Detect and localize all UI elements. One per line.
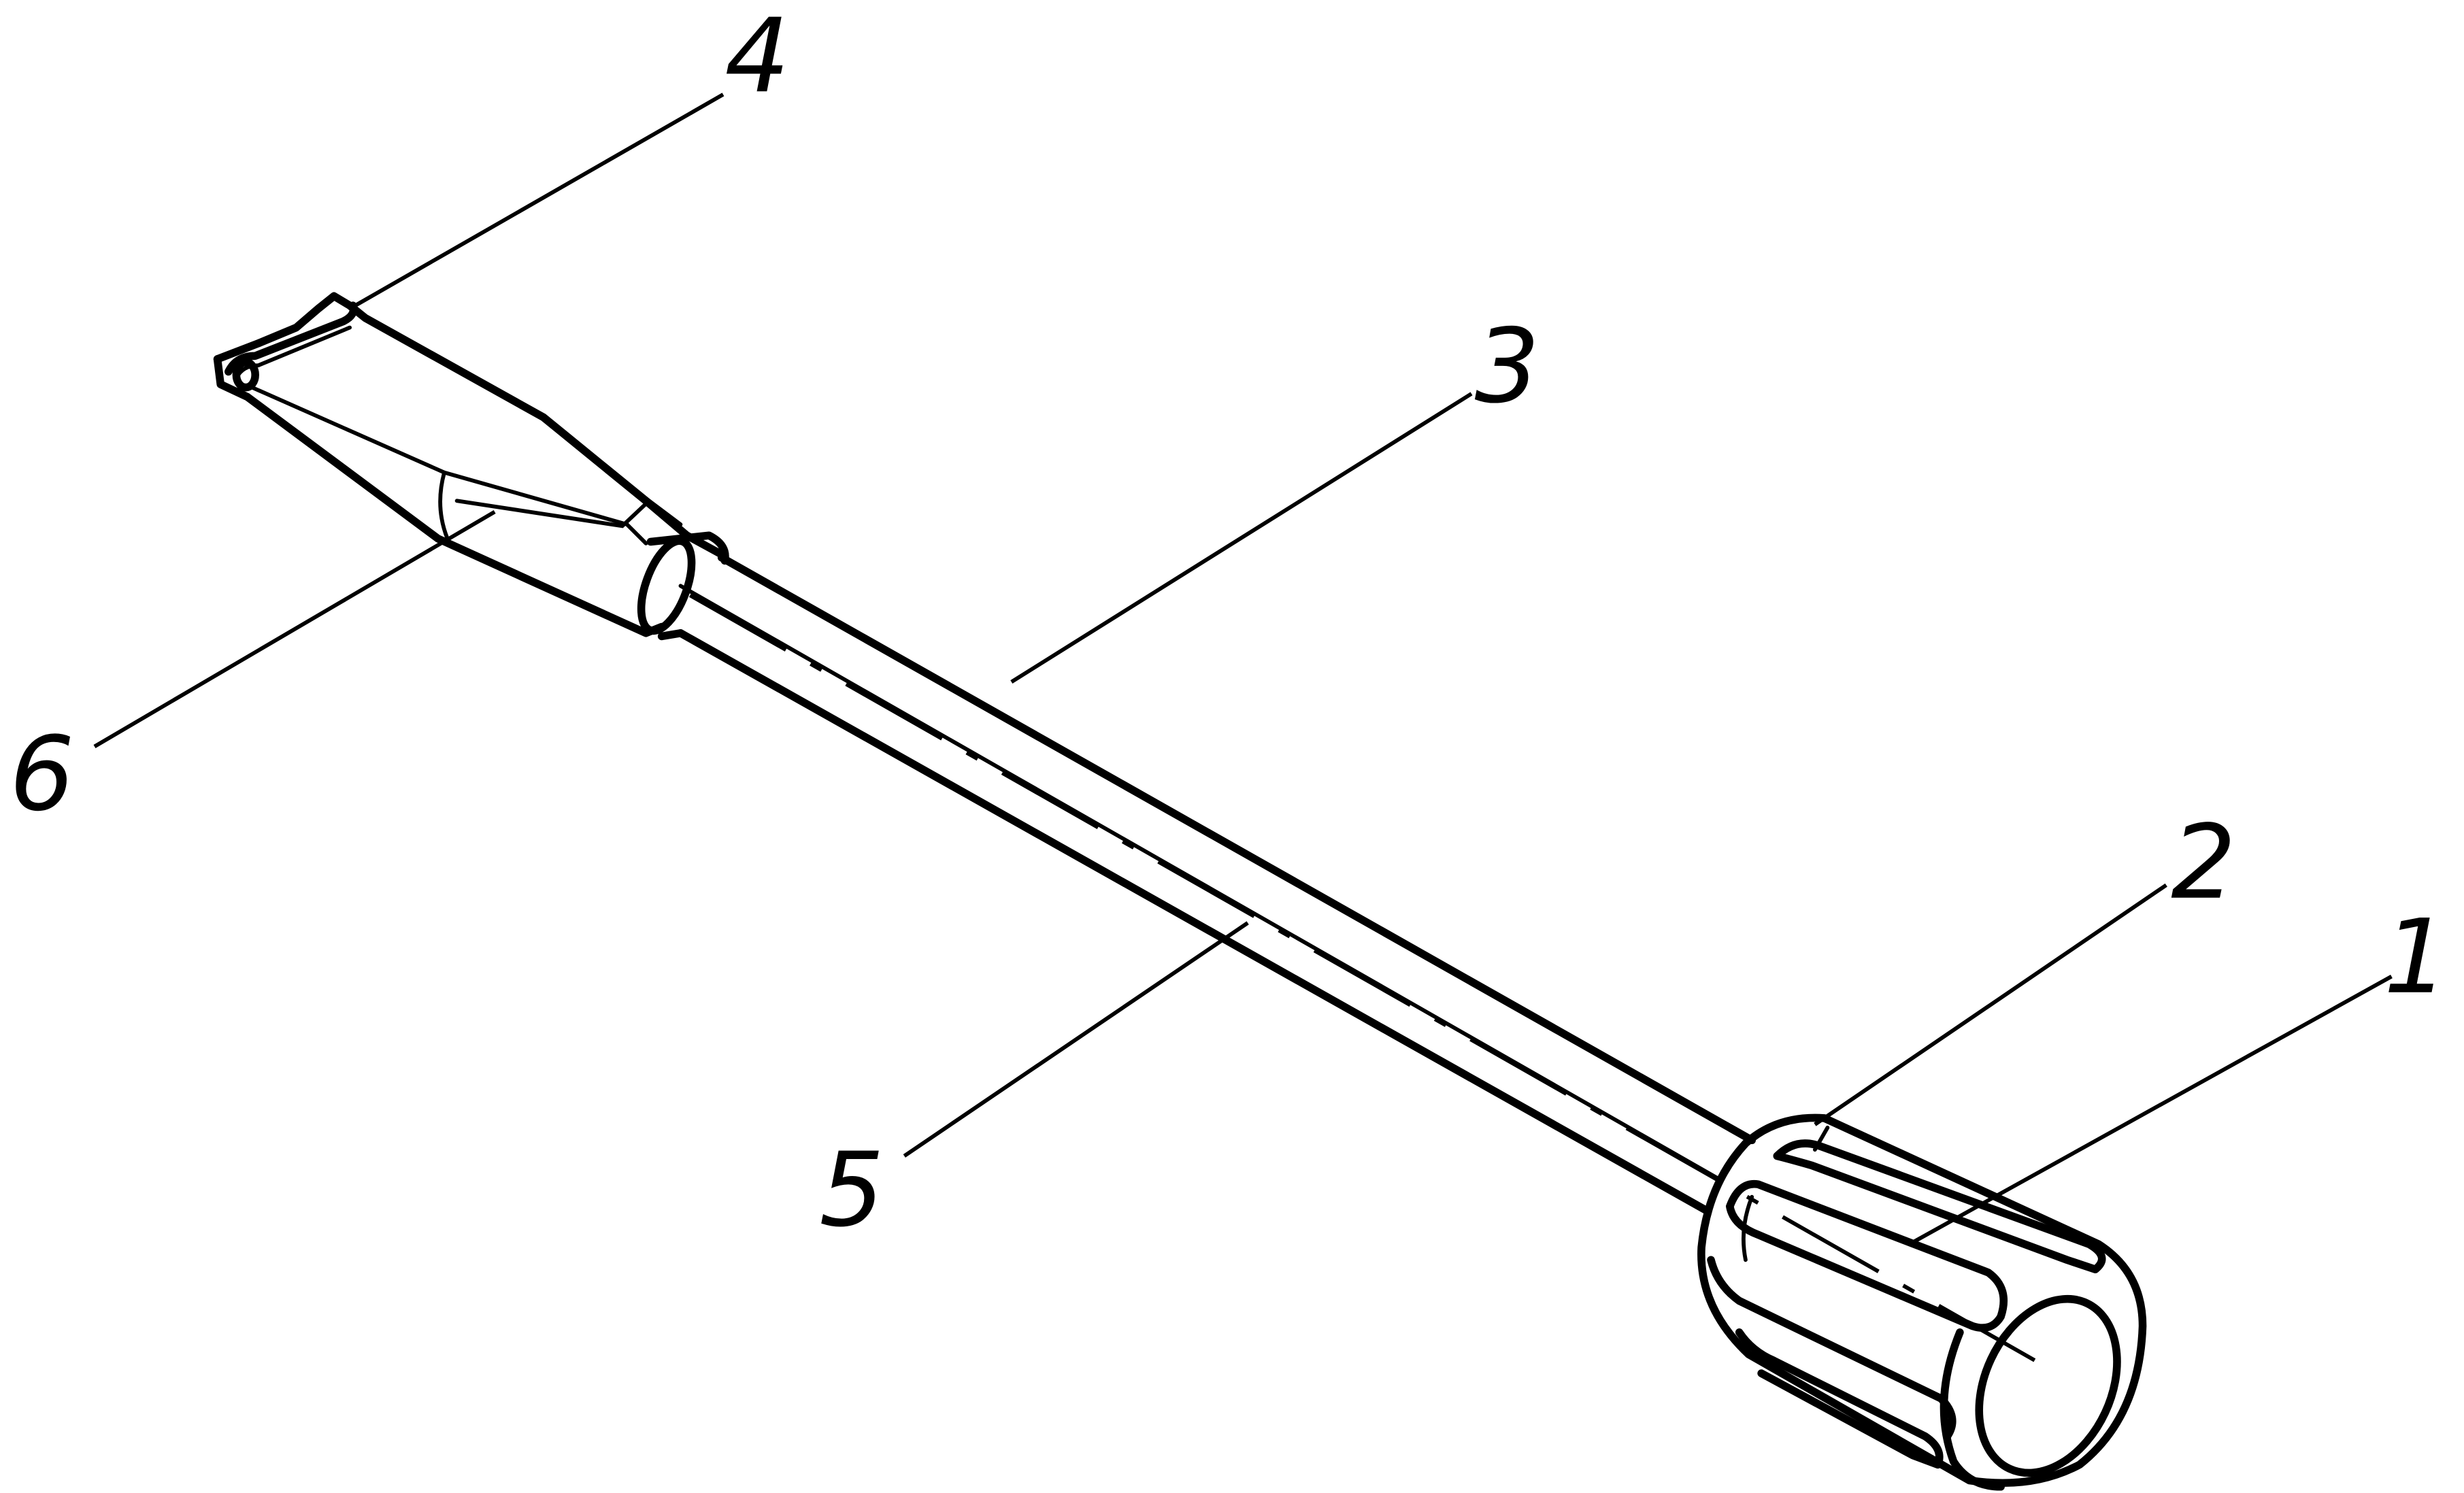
leader-4 — [348, 93, 725, 311]
leader-lines — [93, 93, 2393, 1246]
tip-notch — [232, 358, 259, 392]
shaft — [676, 553, 2059, 1375]
shaft-bottom-edge — [676, 629, 1709, 1214]
center-axis — [688, 593, 2059, 1375]
handle-groove-2 — [1812, 1125, 1830, 1152]
handle-end-face — [1975, 1294, 2121, 1477]
leader-3 — [1010, 392, 1473, 684]
handle-rib-2 — [1726, 1179, 2008, 1332]
leader-1 — [1908, 975, 2393, 1246]
callout-6: 6 — [10, 715, 75, 834]
handle-outline — [1697, 1113, 2147, 1488]
tip-facet-3 — [454, 498, 683, 529]
callout-2: 2 — [2171, 803, 2236, 922]
callouts: 1 2 3 4 5 6 — [10, 0, 2449, 1249]
callout-5: 5 — [819, 1130, 884, 1249]
collar-front-ring — [637, 537, 696, 635]
tip-facet-4 — [625, 522, 648, 546]
handle-rib-1 — [1773, 1139, 2106, 1274]
handle — [1697, 1113, 2147, 1491]
callout-1: 1 — [2384, 898, 2449, 1017]
handle-rib-3 — [1707, 1256, 1957, 1441]
leader-2 — [1814, 883, 2167, 1126]
tip-crown — [224, 301, 358, 376]
tip-facet-2 — [438, 470, 450, 541]
leader-5 — [903, 921, 1249, 1158]
leader-6 — [93, 510, 496, 748]
tip-top-edge — [213, 292, 726, 558]
handle-groove-1 — [1742, 1194, 1754, 1262]
shaft-top-edge — [717, 553, 1757, 1145]
callout-3: 3 — [1475, 307, 1540, 426]
callout-4: 4 — [725, 0, 790, 116]
handle-end-rim — [1939, 1328, 2005, 1491]
handle-rib-4 — [1735, 1328, 1944, 1469]
